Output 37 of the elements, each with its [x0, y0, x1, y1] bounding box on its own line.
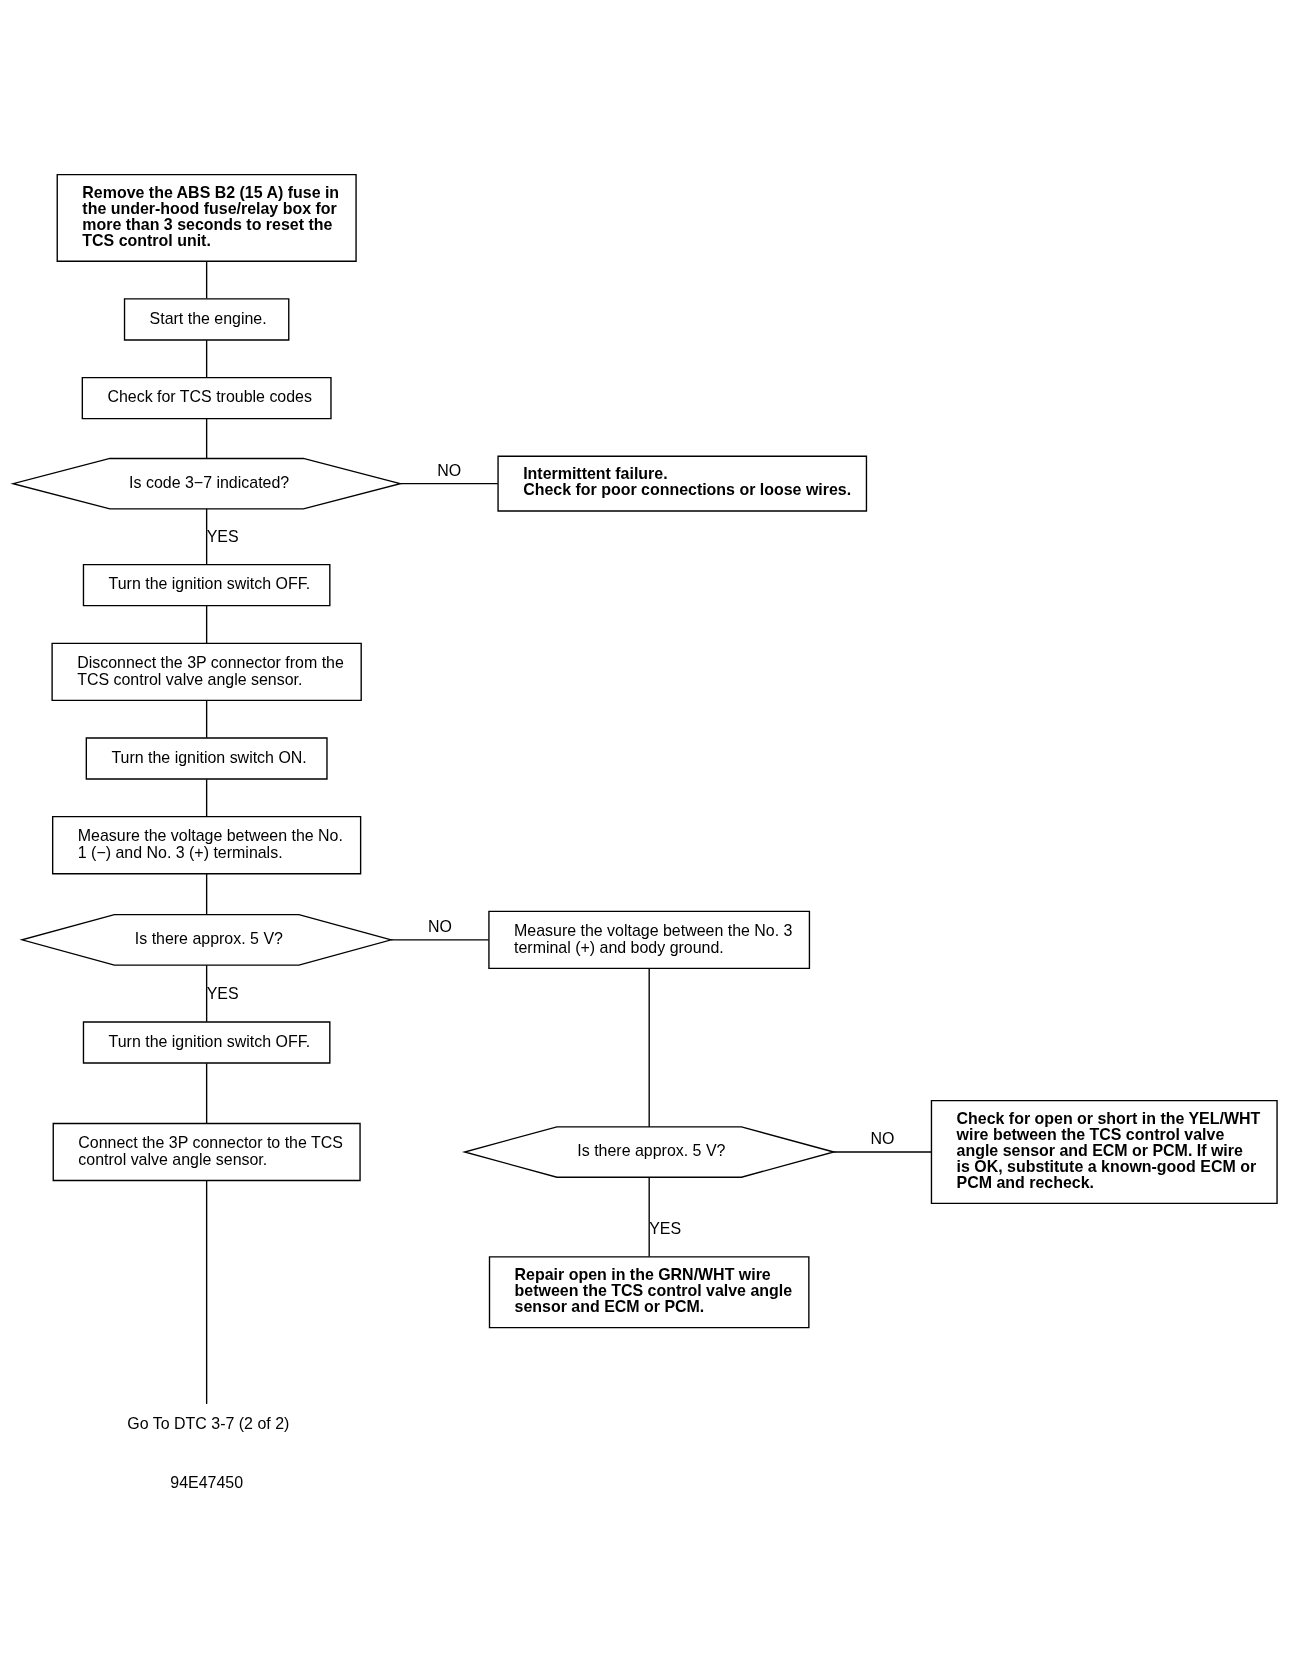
node-box: Turn the ignition switch OFF.: [82, 563, 331, 606]
edge-label: YES: [649, 1219, 682, 1237]
node-box: Check for open or short in the YEL/WHT wire between the TCS control valve angle sensor and ECM or PCM. If wire is OK, substitute a known-good ECM or PCM and recheck.: [930, 1099, 1278, 1204]
connector: [205, 1179, 208, 1405]
connector: [205, 507, 208, 565]
node-box: Turn the ignition switch ON.: [85, 736, 328, 780]
connector: [205, 872, 208, 915]
node-box: Measure the voltage between the No. 1 (−) and No. 3 (+) terminals.: [52, 815, 362, 874]
connector: [390, 938, 490, 941]
node-box: Turn the ignition switch OFF.: [82, 1020, 331, 1064]
node-box: Connect the 3P connector to the TCS control valve angle sensor.: [52, 1122, 361, 1181]
connector: [648, 967, 650, 1127]
connector: [205, 964, 208, 1022]
node-box: Measure the voltage between the No. 3 terminal (+) and body ground.: [488, 910, 811, 969]
edge-label: NO: [870, 1129, 895, 1147]
connector: [205, 699, 208, 738]
connector: [205, 604, 208, 644]
connector: [205, 417, 208, 459]
node-box: Check for TCS trouble codes: [81, 376, 332, 419]
connector: [205, 260, 208, 299]
node-text: Go To DTC 3-7 (2 of 2): [127, 1414, 290, 1432]
node-box: Intermittent failure. Check for poor connections or loose wires.: [497, 455, 868, 512]
edge-label: YES: [206, 527, 239, 545]
edge-label: NO: [437, 461, 462, 479]
connector: [399, 482, 499, 484]
connector: [205, 1062, 208, 1124]
connector: [205, 778, 208, 817]
connector: [205, 339, 208, 378]
edge-label: YES: [206, 984, 239, 1002]
node-box: Disconnect the 3P connector from the TCS control valve angle sensor.: [51, 642, 362, 701]
connector: [832, 1150, 932, 1153]
node-box: Start the engine.: [123, 297, 290, 341]
edge-label: NO: [428, 917, 452, 935]
label: 94E47450: [170, 1473, 244, 1491]
node-box: Remove the ABS B2 (15 A) fuse in the under-hood fuse/relay box for more than 3 seconds to reset the TCS control unit.: [56, 173, 357, 262]
node-box: Repair open in the GRN/WHT wire between the TCS control valve angle sensor and ECM or PCM.: [488, 1255, 810, 1328]
connector: [648, 1176, 650, 1257]
